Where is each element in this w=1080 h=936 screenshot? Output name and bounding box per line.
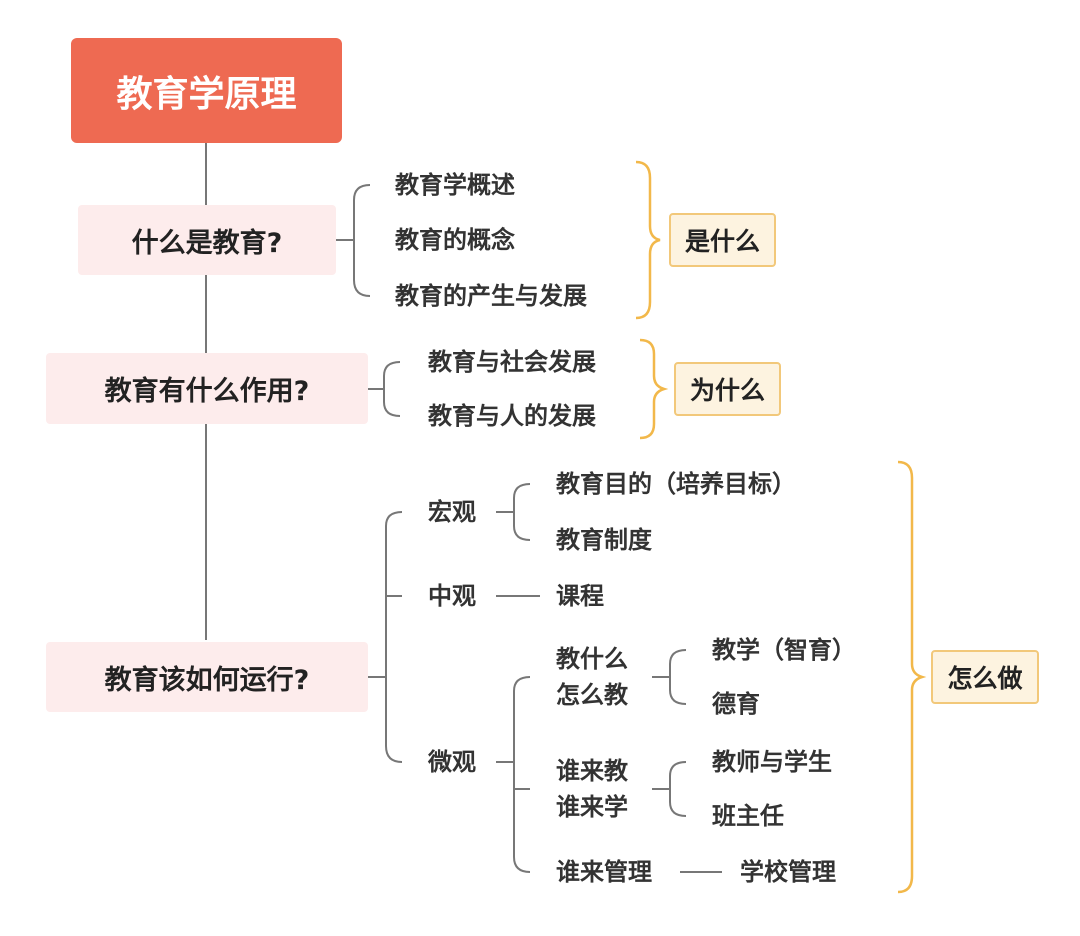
what-connector	[336, 184, 371, 297]
teach-what-label: 教什么 怎么教	[556, 641, 628, 713]
section-how: 教育该如何运行?	[46, 642, 368, 712]
root-title: 教育学原理	[71, 38, 342, 143]
teach-item-1: 教学（智育）	[712, 636, 856, 664]
macro-item-2: 教育制度	[556, 526, 652, 554]
teach-what-connector	[652, 649, 687, 705]
who-teach-line2: 谁来学	[556, 793, 628, 821]
what-item-1: 教育学概述	[395, 171, 515, 199]
who-item-1: 教师与学生	[712, 748, 832, 776]
tag-how: 怎么做	[931, 650, 1039, 704]
who-manage-item: 学校管理	[740, 858, 836, 886]
meso-item: 课程	[556, 582, 604, 610]
who-teach-line1: 谁来教	[556, 757, 628, 785]
how-connector	[368, 511, 403, 763]
section-what: 什么是教育?	[78, 205, 336, 275]
what-item-3: 教育的产生与发展	[395, 282, 587, 310]
who-item-2: 班主任	[712, 802, 784, 830]
why-item-1: 教育与社会发展	[428, 348, 596, 376]
tag-what: 是什么	[669, 213, 776, 267]
why-connector	[368, 361, 401, 417]
teach-what-line2: 怎么教	[556, 681, 628, 709]
macro-item-1: 教育目的（培养目标）	[556, 470, 796, 498]
why-item-2: 教育与人的发展	[428, 402, 596, 430]
meso-label: 中观	[428, 582, 476, 610]
who-teach-connector	[652, 761, 687, 817]
macro-label: 宏观	[428, 498, 476, 526]
micro-connector	[496, 676, 531, 873]
teach-item-2: 德育	[712, 690, 760, 718]
what-item-2: 教育的概念	[395, 226, 515, 254]
macro-connector	[496, 483, 531, 541]
how-brace	[897, 460, 927, 894]
micro-label: 微观	[428, 748, 476, 776]
who-manage-label: 谁来管理	[556, 858, 652, 886]
what-brace	[635, 160, 661, 320]
tag-why: 为什么	[674, 362, 781, 416]
teach-what-line1: 教什么	[556, 645, 628, 673]
why-brace	[639, 338, 669, 440]
section-why: 教育有什么作用?	[46, 353, 368, 424]
who-teach-label: 谁来教 谁来学	[556, 753, 628, 825]
